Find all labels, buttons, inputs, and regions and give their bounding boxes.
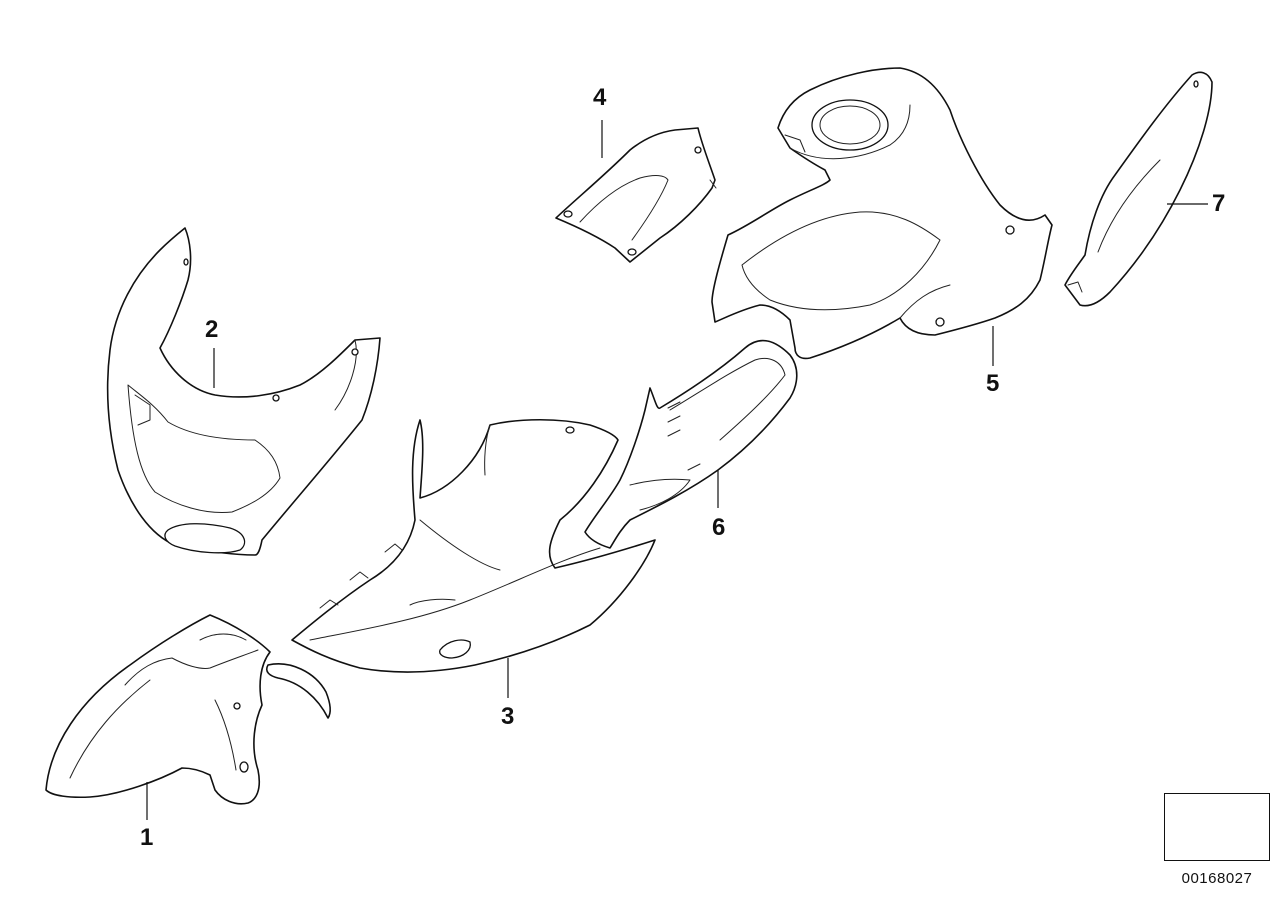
callout-label-7: 7 [1212,190,1226,217]
callout-label-3: 3 [501,703,515,730]
part-5-tank-cover [711,67,1053,360]
callout-label-1: 1 [140,824,154,851]
part-3-belly-pan [291,418,656,673]
reference-icon-box [1164,793,1270,861]
part-6-side-trim [584,339,798,549]
callout-label-2: 2 [205,316,219,343]
part-4-cover-panel [555,127,717,263]
callout-label-4: 4 [593,84,607,111]
part-2-front-fairing [106,227,381,556]
reference-number: 00168027 [1181,870,1253,887]
callout-label-5: 5 [986,370,1000,397]
part-1-front-fender [45,614,331,805]
callout-label-6: 6 [712,514,726,541]
part-7-side-panel [1064,71,1213,307]
